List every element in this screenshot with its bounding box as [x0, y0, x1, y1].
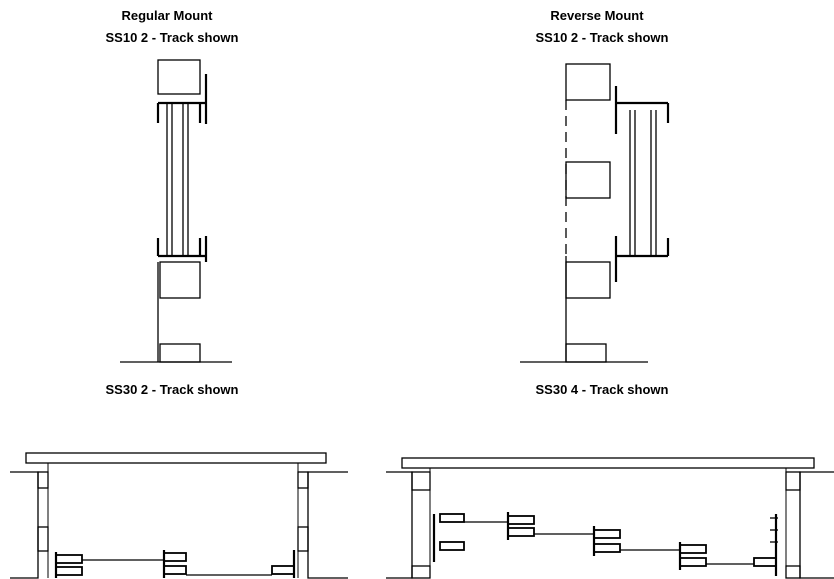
ss30-2-track-caption: SS30 2 - Track shown — [105, 382, 239, 397]
regular-mount-diagram — [120, 59, 232, 363]
ss30-4-track-diagram — [386, 457, 834, 579]
ss30-4-track-caption: SS30 4 - Track shown — [535, 382, 669, 397]
ss30-2-track-diagram — [10, 452, 348, 579]
reverse-mount-subtitle: SS10 2 - Track shown — [535, 30, 669, 45]
regular-mount-subtitle: SS10 2 - Track shown — [105, 30, 239, 45]
reverse-mount-title: Reverse Mount — [550, 8, 644, 23]
regular-mount-title: Regular Mount — [121, 8, 213, 23]
reverse-mount-diagram — [520, 63, 670, 363]
